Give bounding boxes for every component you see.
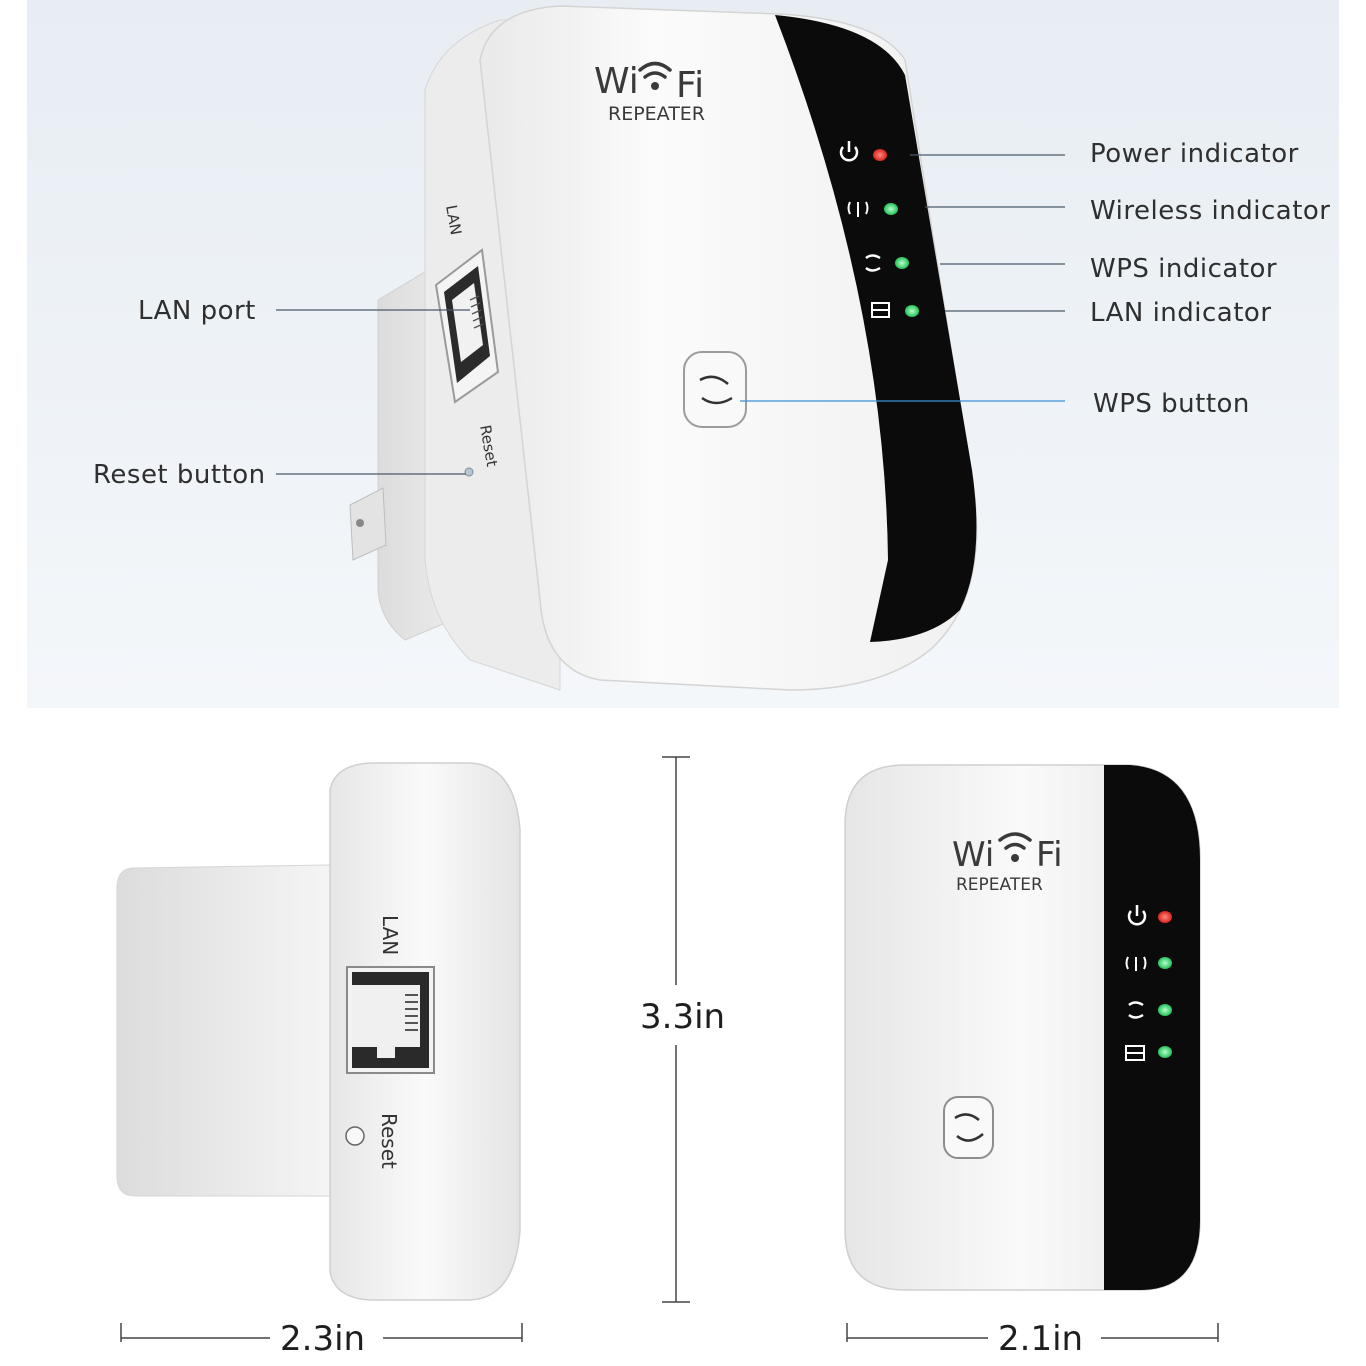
top-logo-subtitle: REPEATER — [608, 103, 705, 125]
wireless-led — [884, 203, 898, 215]
front-view-device — [844, 764, 1201, 1291]
top-device-body — [479, 5, 978, 691]
front-logo-fi: Fi — [1036, 835, 1063, 875]
front-wifi-logo: Wi Fi REPEATER — [952, 832, 1063, 895]
ethernet-port-icon — [434, 248, 500, 404]
top-wifi-logo: Wi Fi REPEATER — [594, 61, 705, 125]
wps-icon — [865, 254, 881, 272]
side-width-dimension — [120, 1323, 523, 1342]
callout-wireless-indicator: Wireless indicator — [1090, 196, 1331, 226]
power-icon — [839, 141, 859, 162]
power-icon — [1127, 905, 1147, 926]
lan-led — [905, 305, 919, 317]
wps-icon — [1128, 1001, 1144, 1019]
top-indicator-leds — [839, 141, 919, 318]
lan-icon — [871, 302, 890, 318]
front-wps-button[interactable] — [943, 1096, 994, 1159]
side-lan-label: LAN — [378, 915, 402, 955]
callout-wps-button: WPS button — [1093, 389, 1250, 419]
front-indicator-leds — [1125, 905, 1172, 1061]
wireless-icon — [847, 201, 869, 217]
front-width-label: 2.1in — [998, 1319, 1083, 1359]
callout-lan-port: LAN port — [138, 296, 256, 326]
lan-led — [1158, 1046, 1172, 1058]
callout-reset-button: Reset button — [93, 460, 266, 490]
power-led — [873, 149, 887, 161]
plug-prong-icon — [349, 487, 387, 561]
front-width-dimension — [846, 1323, 1219, 1342]
height-label: 3.3in — [640, 997, 725, 1037]
reset-hole-icon[interactable] — [464, 467, 474, 477]
front-logo-subtitle: REPEATER — [956, 875, 1043, 895]
side-reset-label: Reset — [377, 1113, 401, 1169]
lan-icon — [1125, 1045, 1145, 1061]
wps-led — [895, 257, 909, 269]
side-width-label: 2.3in — [280, 1319, 365, 1359]
front-logo-wi: Wi — [952, 835, 994, 875]
led-panel — [1104, 765, 1200, 1290]
wifi-icon — [638, 61, 672, 79]
wifi-icon — [998, 832, 1032, 850]
callout-power-indicator: Power indicator — [1090, 139, 1299, 169]
callout-wps-indicator: WPS indicator — [1090, 254, 1277, 284]
wps-led — [1158, 1004, 1172, 1016]
wps-button-icon — [699, 375, 733, 405]
top-lan-label: LAN — [442, 204, 465, 237]
callout-lines — [276, 154, 1065, 475]
height-dimension — [662, 756, 690, 1303]
callout-lan-indicator: LAN indicator — [1090, 298, 1272, 328]
led-panel — [775, 15, 977, 642]
wps-button-icon — [954, 1113, 984, 1142]
top-wps-button[interactable] — [683, 351, 747, 428]
ethernet-port-icon — [346, 966, 435, 1074]
side-view-device: LAN Reset — [116, 762, 521, 1301]
reset-hole-icon[interactable] — [345, 1126, 365, 1146]
power-led — [1158, 911, 1172, 923]
wireless-icon — [1125, 956, 1147, 971]
top-logo-fi: Fi — [676, 65, 704, 106]
top-logo-wi: Wi — [594, 61, 639, 102]
wireless-led — [1158, 957, 1172, 969]
